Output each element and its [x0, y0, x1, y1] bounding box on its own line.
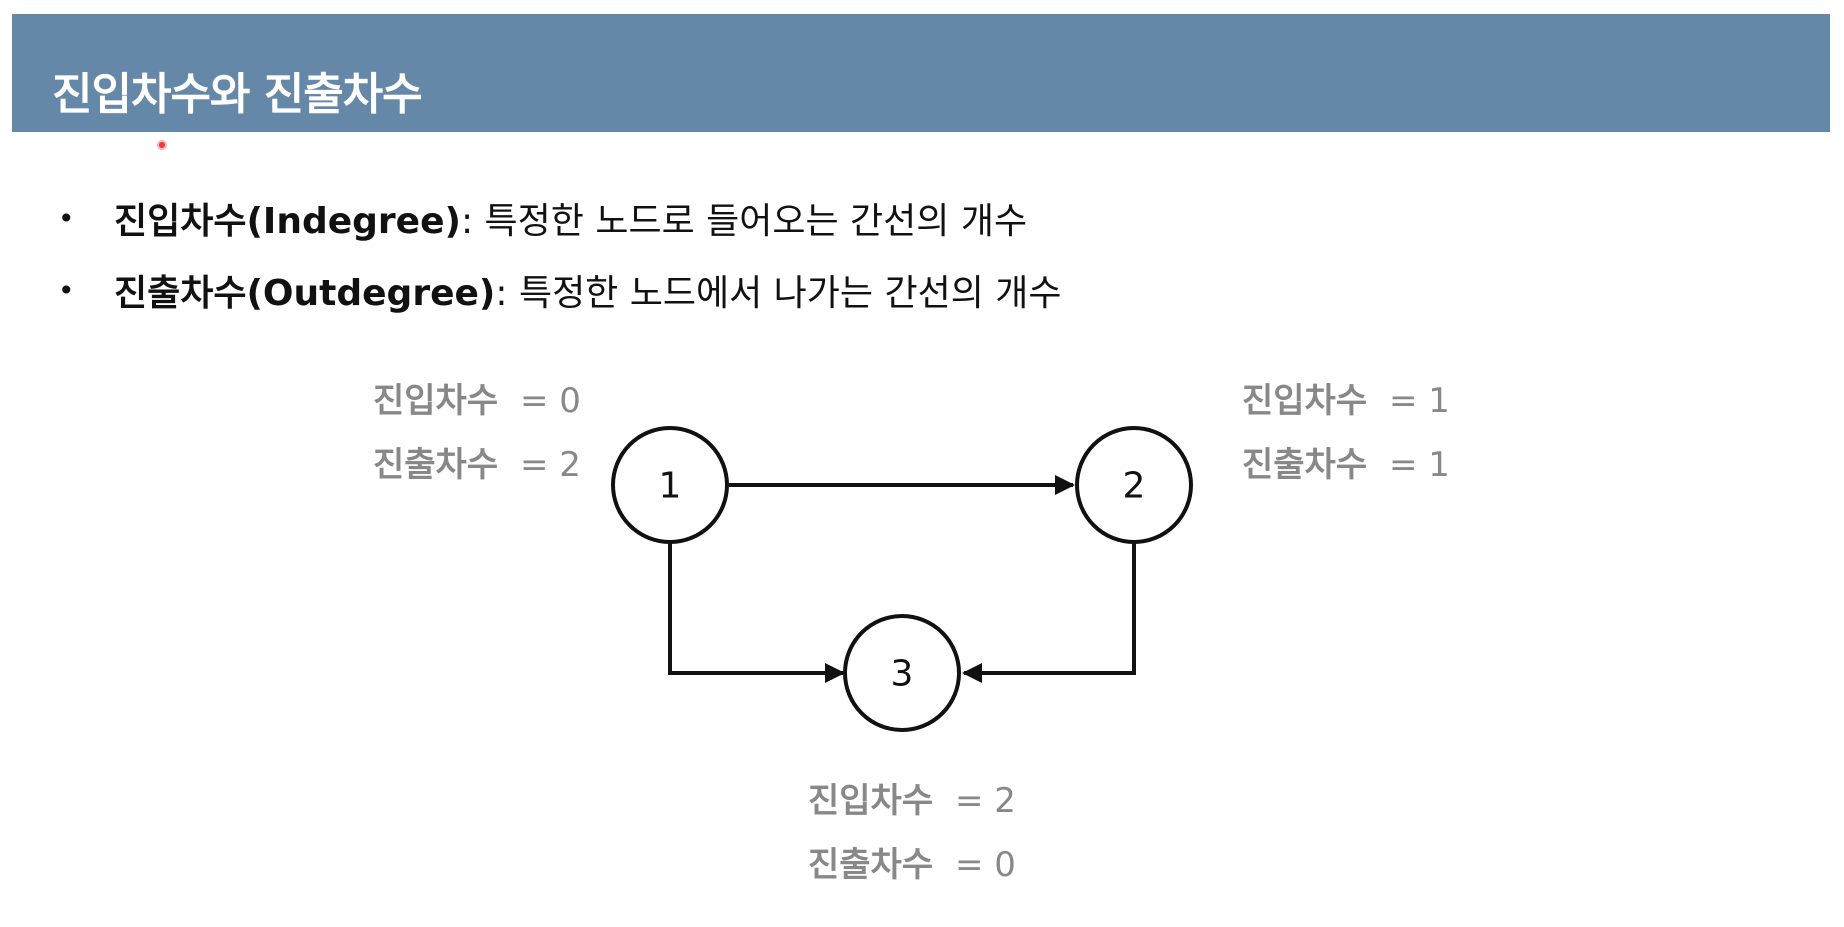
slide-title: 진입차수와 진출차수 [52, 69, 423, 120]
bullet-description: : 특정한 노드로 들어오는 간선의 개수 [460, 201, 1028, 242]
node-label: 3 [891, 654, 914, 695]
node-3-indegree-label: 진입차수 = 2 [808, 781, 1016, 821]
node-2-indegree-label: 진입차수 = 1 [1242, 381, 1450, 421]
bullet-item-outdegree: • 진출차수(Outdegree) : 특정한 노드에서 나가는 간선의 개수 [58, 254, 1062, 326]
node-label: 1 [659, 466, 682, 507]
bullet-icon: • [58, 273, 75, 307]
node-3-outdegree-label: 진출차수 = 0 [808, 845, 1016, 885]
node-label: 2 [1123, 466, 1146, 507]
node-2-outdegree-label: 진출차수 = 1 [1242, 445, 1450, 485]
edge-2-to-3 [962, 543, 1136, 683]
bullet-description: : 특정한 노드에서 나가는 간선의 개수 [495, 273, 1062, 314]
graph-node-3: 3 [843, 614, 961, 732]
graph-node-2: 2 [1075, 426, 1193, 544]
node-1-outdegree-label: 진출차수 = 2 [373, 445, 581, 485]
node-1-indegree-label: 진입차수 = 0 [373, 381, 581, 421]
bullet-term: 진입차수(Indegree) [114, 201, 461, 242]
edge-1-to-3 [668, 543, 845, 683]
title-bar: 진입차수와 진출차수 [12, 14, 1830, 132]
bullet-term: 진출차수(Outdegree) [114, 273, 496, 314]
bullet-item-indegree: • 진입차수(Indegree) : 특정한 노드로 들어오는 간선의 개수 [58, 182, 1062, 254]
laser-pointer-dot [157, 140, 167, 150]
definition-list: • 진입차수(Indegree) : 특정한 노드로 들어오는 간선의 개수 •… [58, 182, 1062, 326]
bullet-icon: • [58, 201, 75, 235]
graph-node-1: 1 [611, 426, 729, 544]
